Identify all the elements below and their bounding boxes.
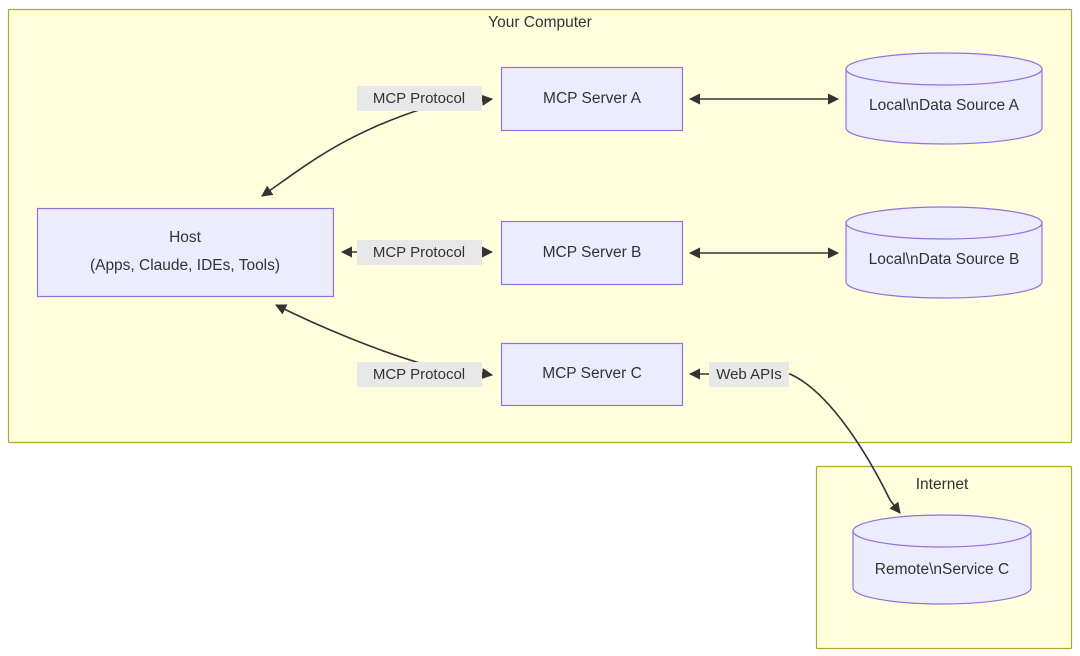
edge-label-host-server-a-bg xyxy=(357,86,482,111)
edge-label-host-server-c-text: MCP Protocol xyxy=(373,366,465,383)
node-data-source-a-body[interactable] xyxy=(845,68,1043,145)
node-host-box[interactable] xyxy=(36,207,335,298)
edge-label-host-server-b-text: MCP Protocol xyxy=(373,244,465,261)
node-host-label-line1: Host xyxy=(169,229,202,246)
cluster-your-computer-title: Your Computer xyxy=(488,14,592,31)
node-server-a-label: MCP Server A xyxy=(543,90,642,107)
node-data-source-b[interactable]: Local\nData Source B xyxy=(845,206,1043,299)
edge-host-server-a-path xyxy=(261,94,494,197)
edge-label-host-server-c-bg xyxy=(357,362,482,387)
node-remote-service-c-body[interactable] xyxy=(852,530,1032,605)
node-remote-service-c[interactable]: Remote\nService C xyxy=(852,514,1032,605)
edge-label-host-server-a-text: MCP Protocol xyxy=(373,90,465,107)
node-server-b-box[interactable] xyxy=(500,220,684,286)
node-data-source-b-body[interactable] xyxy=(845,222,1043,299)
node-server-c-label: MCP Server C xyxy=(542,365,642,382)
node-remote-service-c-label: Remote\nService C xyxy=(875,561,1009,578)
node-data-source-a[interactable]: Local\nData Source A xyxy=(845,52,1043,145)
edge-label-host-server-b: MCP Protocol xyxy=(357,240,482,265)
edge-label-host-server-c: MCP Protocol xyxy=(357,362,482,387)
node-server-a-box[interactable] xyxy=(500,66,684,132)
edge-label-host-server-a: MCP Protocol xyxy=(357,86,482,111)
edge-server-c-remote-c xyxy=(688,368,901,514)
node-host[interactable]: Host (Apps, Claude, IDEs, Tools) xyxy=(36,207,335,298)
node-server-a[interactable]: MCP Server A xyxy=(500,66,684,132)
edge-label-server-c-remote-c: Web APIs xyxy=(709,362,789,387)
edge-server-c-remote-c-path xyxy=(688,368,901,514)
edge-label-server-c-remote-c-text: Web APIs xyxy=(716,366,782,383)
edge-label-server-c-remote-c-bg xyxy=(709,362,789,387)
node-data-source-a-label: Local\nData Source A xyxy=(869,97,1020,114)
edge-label-host-server-b-bg xyxy=(357,240,482,265)
node-server-b-label: MCP Server B xyxy=(543,244,642,261)
node-data-source-a-top xyxy=(845,52,1043,86)
node-remote-service-c-top xyxy=(852,514,1032,548)
node-server-b[interactable]: MCP Server B xyxy=(500,220,684,286)
edge-host-server-a xyxy=(261,94,494,197)
cluster-internet-title: Internet xyxy=(916,476,969,493)
node-server-c-box[interactable] xyxy=(500,342,684,407)
node-data-source-b-label: Local\nData Source B xyxy=(869,251,1020,268)
node-server-c[interactable]: MCP Server C xyxy=(500,342,684,407)
node-data-source-b-top xyxy=(845,206,1043,240)
node-host-label-line2: (Apps, Claude, IDEs, Tools) xyxy=(90,257,280,274)
